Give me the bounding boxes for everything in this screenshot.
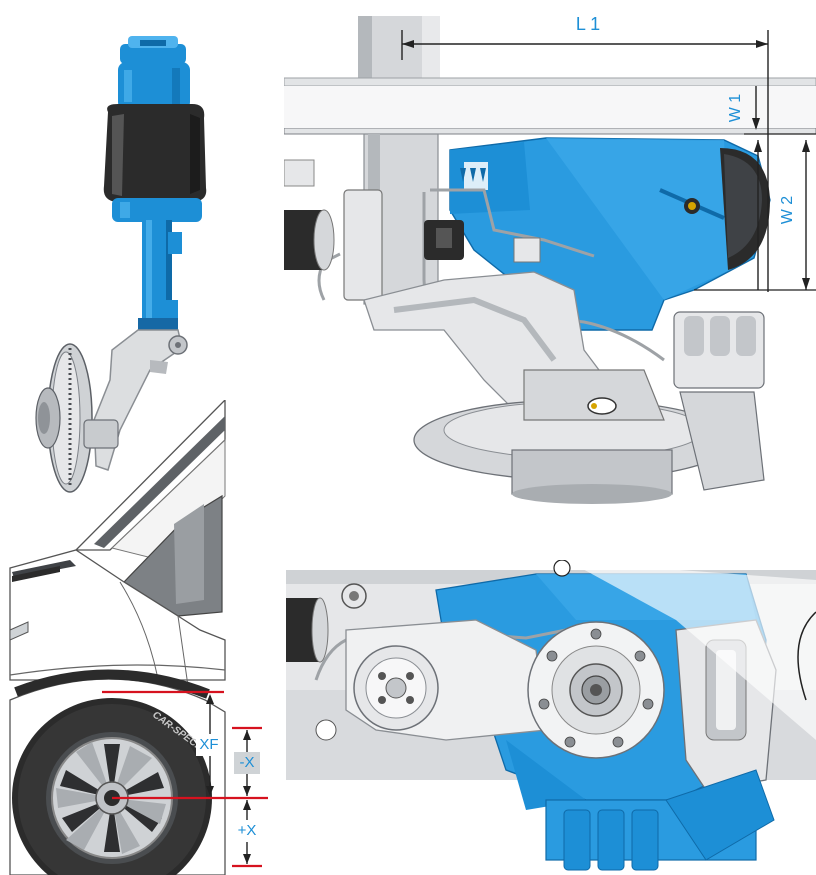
plus-x-label: +X xyxy=(234,820,260,842)
strut-top-mount xyxy=(118,36,190,110)
l1-label: L 1 xyxy=(576,14,600,34)
left-hose xyxy=(284,159,335,271)
strut-body xyxy=(343,133,439,305)
air-strut-illustration xyxy=(35,36,207,493)
wheel-hub-flange xyxy=(527,621,665,759)
suspension-measurement-panel: L 1 W 1 W 2 xyxy=(284,0,816,505)
lower-left-hose xyxy=(286,583,367,663)
windscreen xyxy=(74,400,226,561)
hub-closeup-panel xyxy=(286,560,816,875)
sensor-connector xyxy=(424,220,541,263)
w2-label: W 2 xyxy=(779,196,796,225)
minus-x-label: -X xyxy=(234,752,260,774)
suspension-assembly-illustration: L 1 W 1 W 2 xyxy=(284,14,816,504)
wheel-height-dimension: XF -X +X xyxy=(100,680,268,875)
air-spring-bellows xyxy=(103,104,207,202)
vehicle-side-view-panel: CAR-SPECIAL xyxy=(0,400,268,875)
xf-label: XF xyxy=(196,734,222,756)
air-strut-panel xyxy=(0,0,240,500)
lower-control-arm xyxy=(315,619,547,741)
body-rails xyxy=(284,77,816,135)
w1-dimension xyxy=(744,86,816,135)
strut-collar xyxy=(112,198,202,222)
brake-disc xyxy=(35,343,119,493)
side-window xyxy=(123,494,223,617)
damper-tube xyxy=(138,220,182,332)
mounting-bolts xyxy=(545,769,775,871)
w2-dimension xyxy=(694,140,816,291)
brake-caliper xyxy=(673,311,765,491)
vehicle-body-illustration: CAR-SPECIAL xyxy=(9,400,226,875)
l1-dimension xyxy=(401,30,769,292)
w1-label: W 1 xyxy=(727,94,744,123)
detail-magnifier xyxy=(553,560,816,740)
wheel-hub-assembly xyxy=(413,369,735,504)
hub-closeup-illustration xyxy=(286,560,816,871)
